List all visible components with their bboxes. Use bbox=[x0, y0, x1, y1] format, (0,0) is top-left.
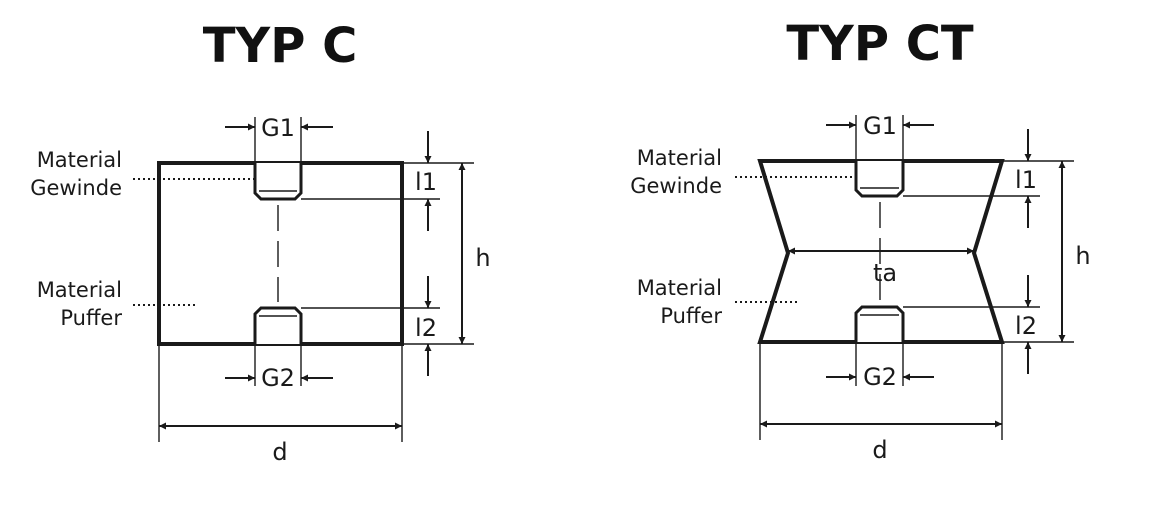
typ-c-g1-label: G1 bbox=[261, 114, 295, 142]
typ-ct-d-label: d bbox=[872, 436, 887, 464]
typ-ct-g2-label: G2 bbox=[863, 363, 897, 391]
typ-ct-ta-label: ta bbox=[873, 259, 897, 287]
typ-ct-h-label: h bbox=[1075, 242, 1090, 270]
typ-ct-title: TYP CT bbox=[786, 16, 974, 72]
typ-c-d-label: d bbox=[272, 438, 287, 466]
typ-ct-material-gewinde-line1: Material bbox=[637, 146, 722, 170]
typ-ct-drawing: TYP CT ta G1 G2 l1 bbox=[630, 16, 1090, 464]
typ-c-drawing: TYP C G1 G2 l1 l2 bbox=[30, 18, 490, 466]
typ-ct-material-gewinde-line2: Gewinde bbox=[630, 174, 722, 198]
typ-ct-l1-label: l1 bbox=[1015, 166, 1037, 194]
typ-c-material-puffer-line1: Material bbox=[37, 278, 122, 302]
typ-c-material-gewinde-line1: Material bbox=[37, 148, 122, 172]
typ-c-top-insert bbox=[253, 163, 303, 201]
typ-ct-l2-label: l2 bbox=[1015, 312, 1037, 340]
typ-ct-bottom-insert bbox=[854, 305, 905, 342]
typ-c-g2-label: G2 bbox=[261, 364, 295, 392]
typ-c-bottom-insert bbox=[253, 306, 303, 344]
typ-ct-material-puffer-line2: Puffer bbox=[660, 304, 722, 328]
typ-c-material-puffer-line2: Puffer bbox=[60, 306, 122, 330]
typ-c-l1-label: l1 bbox=[415, 168, 437, 196]
typ-ct-top-insert bbox=[854, 161, 905, 198]
typ-c-h-label: h bbox=[475, 244, 490, 272]
typ-c-l2-label: l2 bbox=[415, 314, 437, 342]
typ-ct-g1-label: G1 bbox=[863, 112, 897, 140]
typ-c-title: TYP C bbox=[203, 18, 358, 74]
typ-ct-material-puffer-line1: Material bbox=[637, 276, 722, 300]
typ-c-material-gewinde-line2: Gewinde bbox=[30, 176, 122, 200]
